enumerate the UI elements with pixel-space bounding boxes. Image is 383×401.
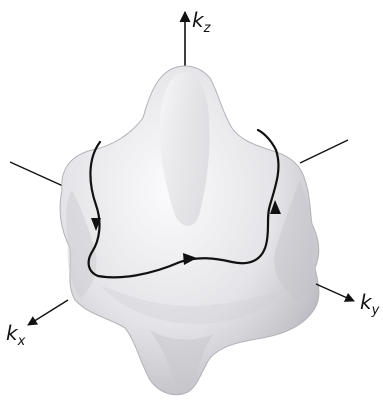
ky-axis-line <box>316 284 354 301</box>
ky-label: ky <box>360 290 380 318</box>
left-axis-line <box>10 162 63 186</box>
kx-axis-line <box>28 300 68 325</box>
right-axis-line <box>300 140 348 163</box>
kz-label: kz <box>192 8 212 36</box>
kx-label: kx <box>6 321 26 349</box>
